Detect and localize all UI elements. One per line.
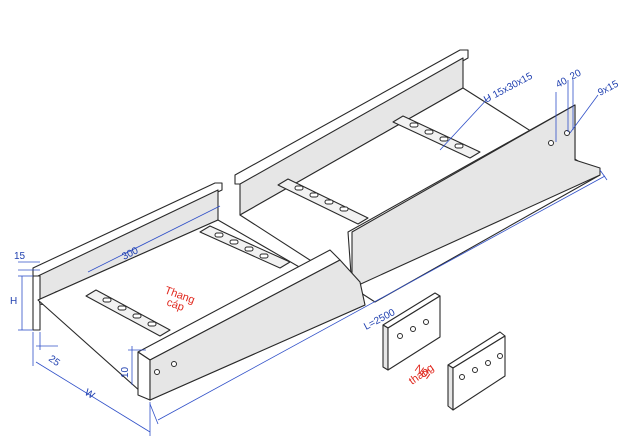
- front-ladder-section: [32, 182, 366, 401]
- dim-h-label: H: [10, 296, 17, 307]
- dim-20-label: 20: [568, 68, 583, 83]
- dim-15-label: 15: [14, 251, 26, 262]
- dim-w-label: W: [82, 387, 96, 402]
- dim-10-label: 10: [120, 366, 131, 378]
- front-rung-2: [85, 289, 171, 337]
- front-rail-hole-1: [154, 369, 160, 375]
- dim-40-label: 40: [554, 76, 569, 91]
- thang-cap-label-line2: cáp: [165, 297, 186, 314]
- rear-end-hole-2: [564, 130, 570, 136]
- rear-rung-2: [277, 178, 369, 225]
- rear-end-hole-1: [548, 140, 554, 146]
- u-profile-label: U 15x30x15: [482, 71, 535, 106]
- rear-rung-1: [392, 115, 481, 159]
- front-rung-1: [199, 225, 291, 269]
- rear-ladder-section: [234, 49, 601, 303]
- slot-size-label: 9x15: [596, 79, 621, 99]
- front-rail-hole-2: [171, 361, 177, 367]
- dimension-lines: [18, 80, 608, 436]
- splice-plate-upper: [382, 292, 441, 371]
- dim-25-label: 25: [46, 353, 62, 369]
- splice-plate-lower: [447, 331, 506, 411]
